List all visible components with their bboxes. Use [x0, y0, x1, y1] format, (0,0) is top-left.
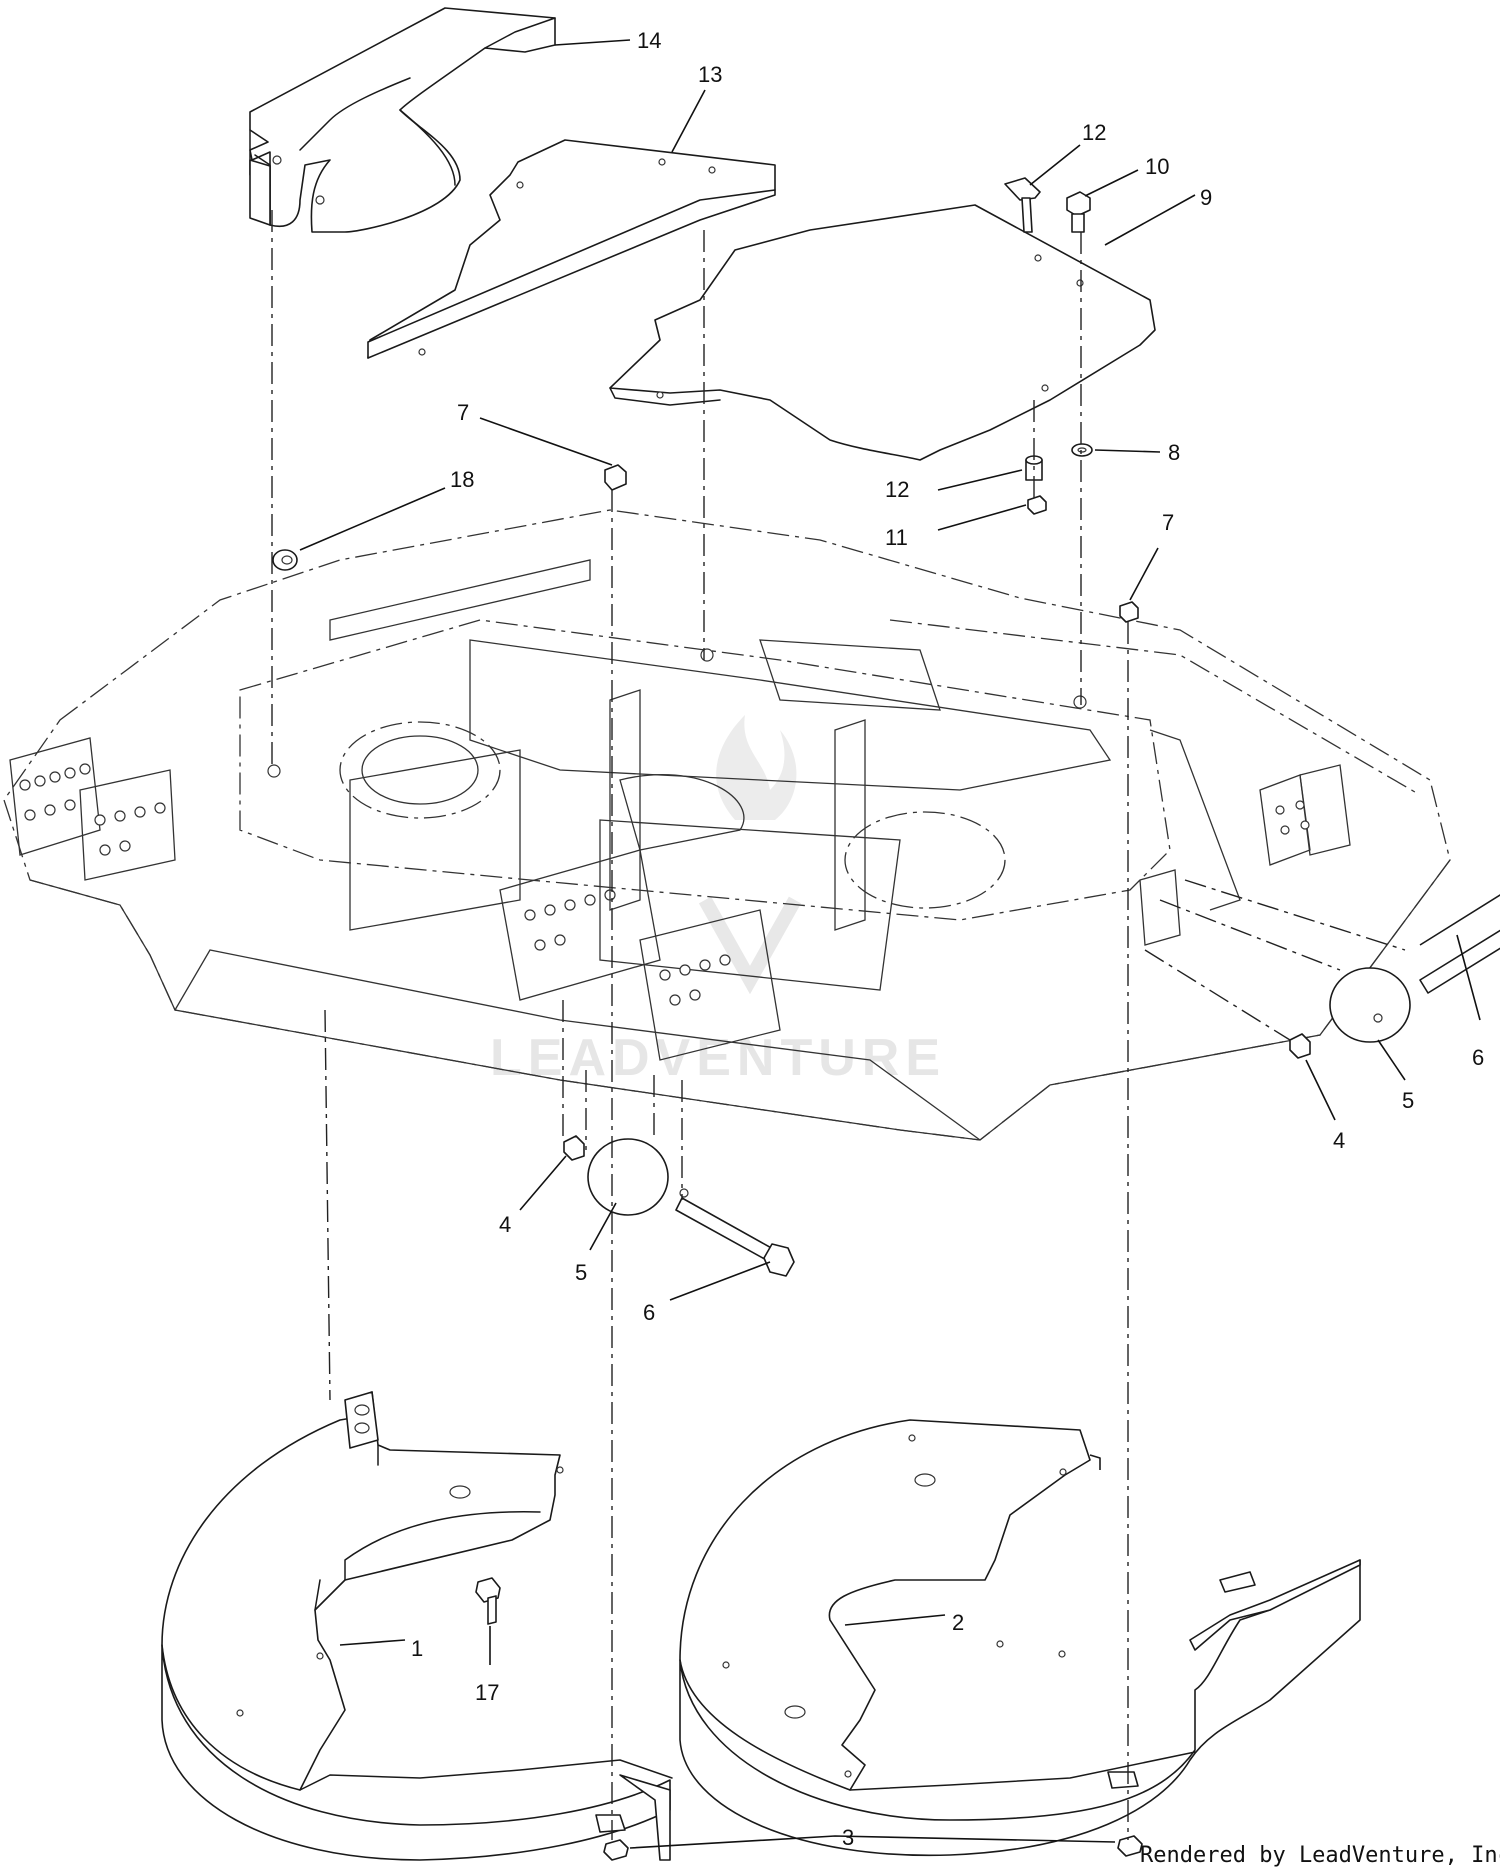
- callout-6-right: 6: [1472, 1045, 1484, 1070]
- part-6-bolt-right: [1419, 867, 1500, 994]
- part-5-roller-right: [1329, 967, 1411, 1043]
- part-7-nut-left: [604, 464, 627, 491]
- part-6-bolt-left: [675, 1197, 795, 1277]
- part-4-nut-left: [563, 1135, 585, 1161]
- callout-1: 1: [411, 1636, 423, 1661]
- part-2-baffle-right: [679, 1419, 1361, 1857]
- credit-text: Rendered by LeadVenture, Inc.: [1140, 1843, 1500, 1868]
- part-10-bolt: [1066, 191, 1091, 233]
- callout-2: 2: [952, 1610, 964, 1635]
- callout-5-left: 5: [575, 1260, 587, 1285]
- alignment-lines: [271, 210, 1406, 1840]
- part-4-nut-right: [1289, 1033, 1311, 1059]
- callout-7-left: 7: [457, 400, 469, 425]
- mower-deck-outline: [3, 509, 1451, 1141]
- callout-9: 9: [1200, 185, 1212, 210]
- callout-11: 11: [885, 525, 908, 550]
- part-17-bolt: [475, 1577, 501, 1625]
- part-18-grommet: [272, 549, 298, 571]
- part-1-baffle-left: [161, 1391, 673, 1861]
- part-7-nut-right: [1119, 601, 1139, 623]
- callout-6-left: 6: [643, 1300, 655, 1325]
- callout-14: 14: [637, 28, 661, 53]
- part-9-top-plate: [609, 204, 1156, 461]
- part-3-bolt-left: [603, 1839, 629, 1861]
- callout-10: 10: [1145, 154, 1169, 179]
- part-5-roller-left: [587, 1138, 689, 1216]
- callout-4-right: 4: [1333, 1128, 1345, 1153]
- callout-4-left: 4: [499, 1212, 511, 1237]
- part-3-bolt-right: [1117, 1835, 1143, 1857]
- part-14-belt-cover: [249, 7, 556, 233]
- callout-17: 17: [475, 1680, 499, 1705]
- callout-7-right: 7: [1162, 510, 1174, 535]
- callout-5-right: 5: [1402, 1088, 1414, 1113]
- part-11-nut: [1027, 495, 1047, 515]
- part-13-cover-plate: [367, 139, 776, 359]
- callout-18: 18: [450, 467, 474, 492]
- callout-12-mid: 12: [885, 477, 909, 502]
- callout-labels: 14 13 12 10 9 7 18 8 12 11 7 6 5 4 4 5 6…: [411, 28, 1484, 1850]
- part-12-knob-top: [1004, 177, 1041, 233]
- leader-lines: [299, 39, 1481, 1849]
- callout-8: 8: [1168, 440, 1180, 465]
- watermark: LEADVENTURE: [490, 715, 946, 1087]
- part-8-washer: [1071, 443, 1093, 457]
- callout-12-top: 12: [1082, 120, 1106, 145]
- callout-13: 13: [698, 62, 722, 87]
- watermark-text: LEADVENTURE: [490, 1029, 946, 1087]
- callout-3: 3: [842, 1825, 854, 1850]
